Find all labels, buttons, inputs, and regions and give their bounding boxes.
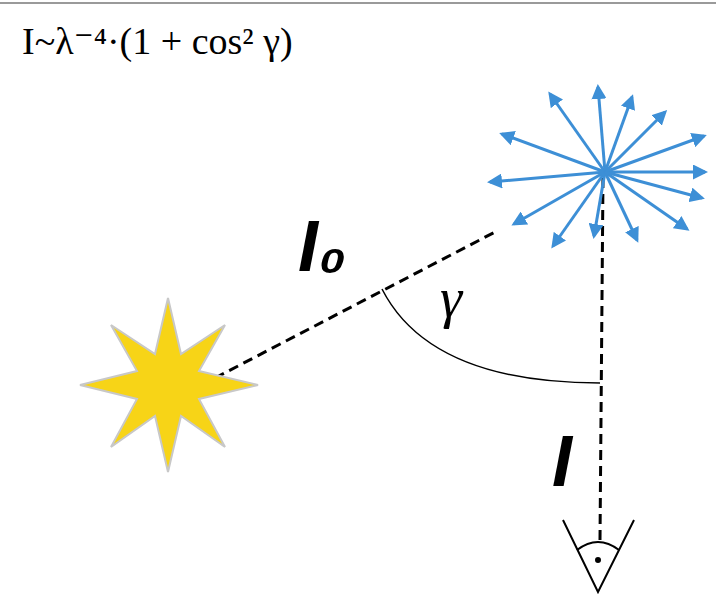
formula-text: I~λ⁻⁴·(1 + cos² γ)	[22, 22, 293, 60]
sun-star	[80, 298, 258, 472]
angle-arc	[382, 289, 600, 383]
angle-label: γ	[440, 270, 462, 326]
top-rule	[0, 2, 716, 4]
scattered-ray	[600, 178, 603, 540]
scattering-arrows	[490, 87, 705, 246]
scattered-intensity-label: I	[552, 425, 572, 497]
incident-intensity-label: I₀	[298, 210, 346, 282]
eye-symbol	[563, 520, 634, 592]
